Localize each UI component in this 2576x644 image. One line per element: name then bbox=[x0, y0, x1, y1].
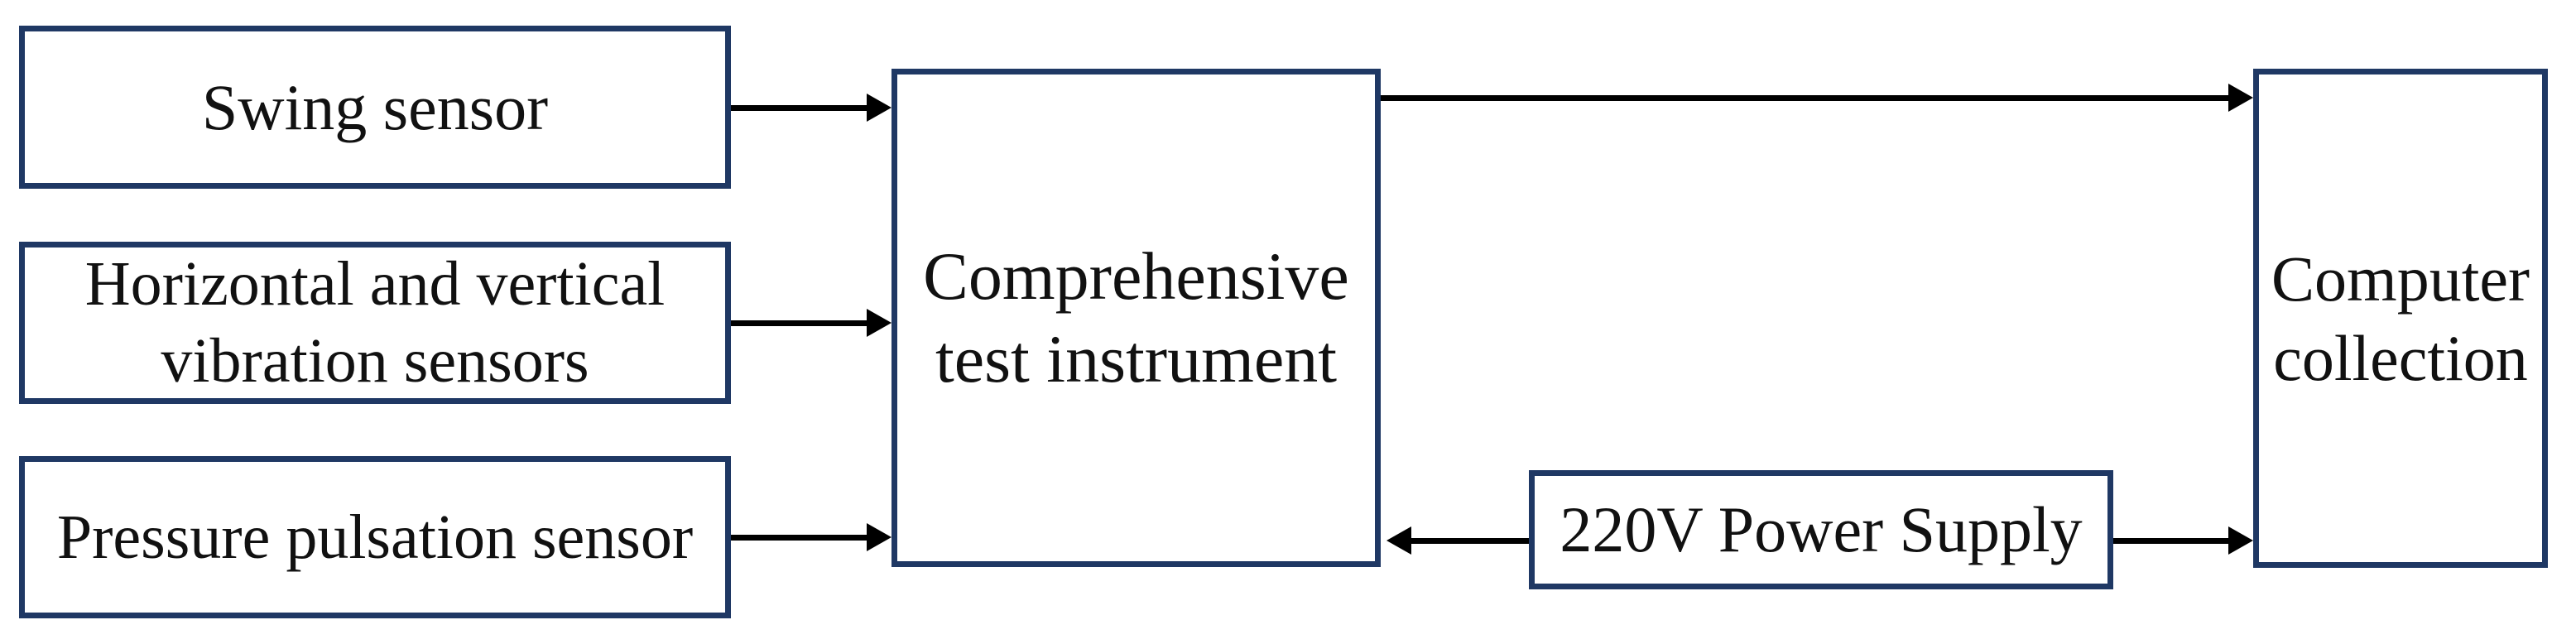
node-label: Comprehensive bbox=[923, 238, 1349, 314]
arrow-shaft bbox=[731, 534, 870, 541]
node-swing-sensor: Swing sensor bbox=[19, 26, 731, 189]
arrow-shaft bbox=[731, 104, 870, 111]
arrowhead-right-icon bbox=[867, 309, 892, 337]
arrow-shaft bbox=[2113, 537, 2232, 544]
arrow-shaft bbox=[1381, 94, 2232, 101]
arrowhead-right-icon bbox=[867, 94, 892, 122]
arrowhead-right-icon bbox=[2228, 84, 2253, 112]
node-label: vibration sensors bbox=[161, 326, 589, 396]
node-label: Horizontal and vertical bbox=[84, 249, 666, 320]
arrowhead-right-icon bbox=[867, 523, 892, 551]
arrowhead-left-icon bbox=[1387, 526, 1411, 555]
node-vibration-sensors: Horizontal and vertical vibration sensor… bbox=[19, 242, 731, 404]
node-220v-power-supply: 220V Power Supply bbox=[1529, 470, 2113, 589]
node-computer-collection: Computer collection bbox=[2253, 69, 2548, 568]
node-label: test instrument bbox=[935, 321, 1338, 396]
node-label: Swing sensor bbox=[201, 70, 549, 143]
arrowhead-right-icon bbox=[2228, 526, 2253, 555]
node-comprehensive-test-instrument: Comprehensive test instrument bbox=[892, 69, 1381, 567]
node-pressure-pulsation-sensor: Pressure pulsation sensor bbox=[19, 456, 731, 618]
node-label: Computer bbox=[2271, 243, 2530, 315]
node-label: 220V Power Supply bbox=[1560, 493, 2083, 566]
node-label: collection bbox=[2273, 321, 2528, 394]
node-label: Pressure pulsation sensor bbox=[56, 502, 694, 572]
arrow-shaft bbox=[731, 320, 870, 326]
arrow-shaft bbox=[1408, 537, 1529, 544]
